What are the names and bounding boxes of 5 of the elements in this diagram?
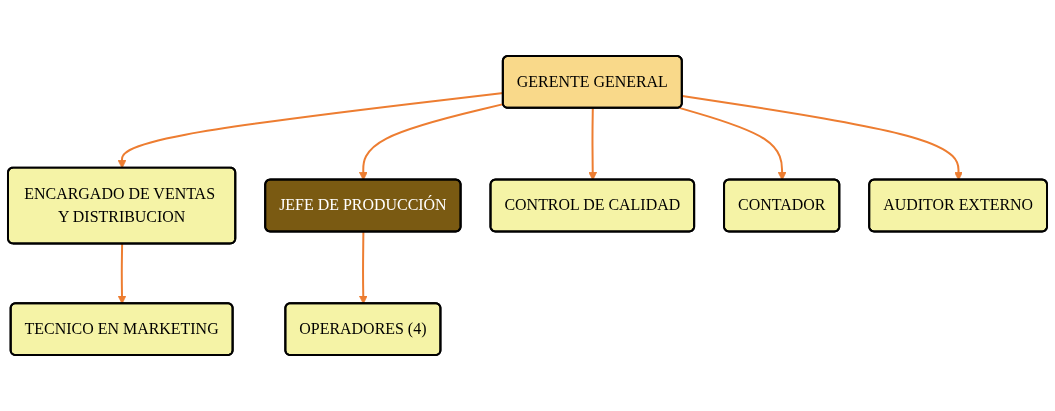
arrow [678,106,787,181]
arrow [588,107,598,181]
arrow [117,242,127,305]
arrow [358,230,368,305]
arrow [681,95,963,181]
